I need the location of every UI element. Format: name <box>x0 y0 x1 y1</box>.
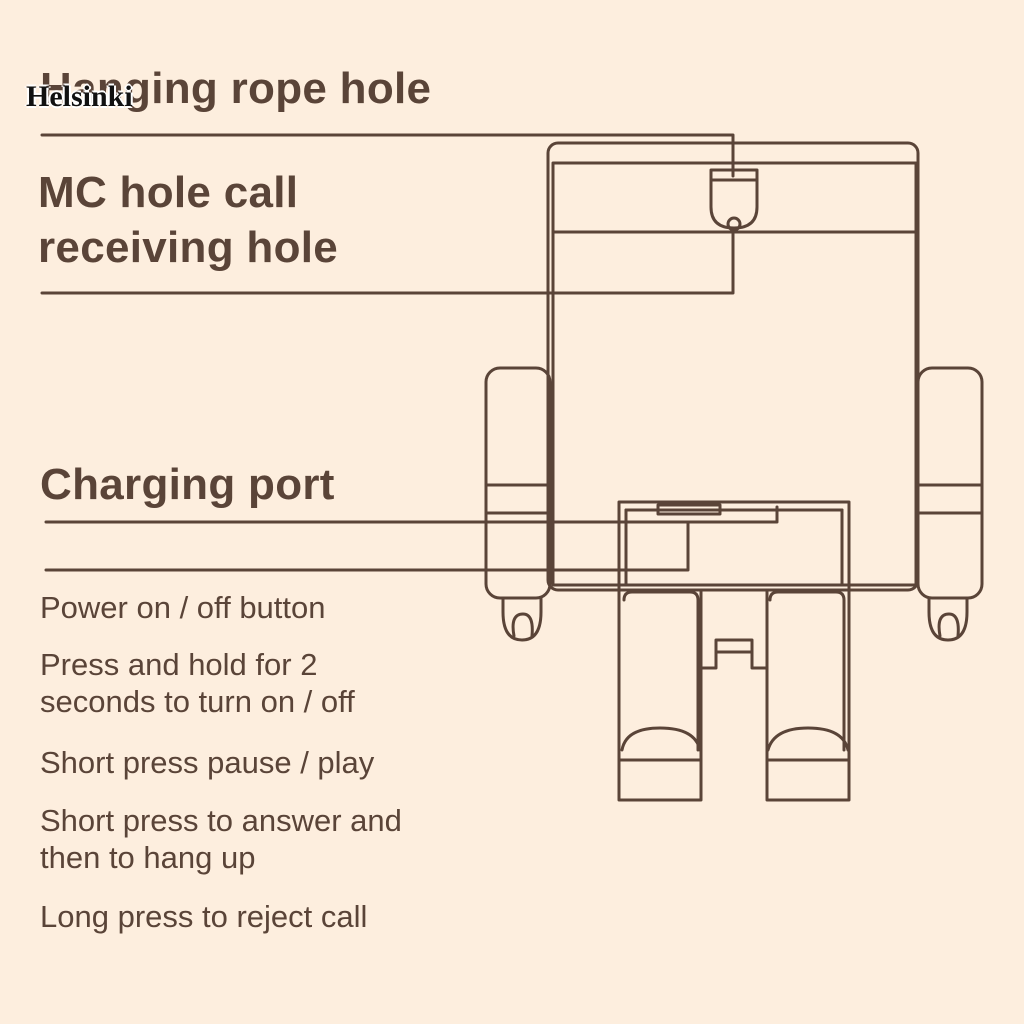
leg-connector <box>699 638 769 670</box>
hanging-rope-hole <box>709 168 759 232</box>
leader-lines <box>40 133 779 572</box>
callout-power-button: Power on / off button <box>40 590 326 625</box>
charging-port <box>617 500 851 592</box>
instruction-answer-line2: then to hang up <box>40 840 256 875</box>
callout-hanging-rope-hole: Hanging rope hole <box>40 64 432 113</box>
instruction-pause-play: Short press pause / play <box>40 745 375 780</box>
left-leg <box>617 588 703 802</box>
watermark-helsinki: Helsinki <box>26 80 133 113</box>
leader-power-button <box>44 521 690 572</box>
left-arm <box>484 366 552 642</box>
instruction-press-hold-line2: seconds to turn on / off <box>40 684 355 719</box>
leader-hanging-rope <box>40 133 735 178</box>
leader-mc-hole <box>40 226 735 295</box>
right-leg <box>765 588 851 802</box>
instruction-reject: Long press to reject call <box>40 899 368 934</box>
instruction-press-hold-line1: Press and hold for 2 <box>40 647 318 682</box>
right-arm <box>916 366 984 642</box>
callout-charging-port: Charging port <box>40 460 335 509</box>
callout-mc-hole-line1: MC hole call <box>38 168 299 217</box>
instruction-answer-line1: Short press to answer and <box>40 803 402 838</box>
leader-charging-port <box>44 505 779 524</box>
callout-mc-hole-line2: receiving hole <box>38 223 339 272</box>
